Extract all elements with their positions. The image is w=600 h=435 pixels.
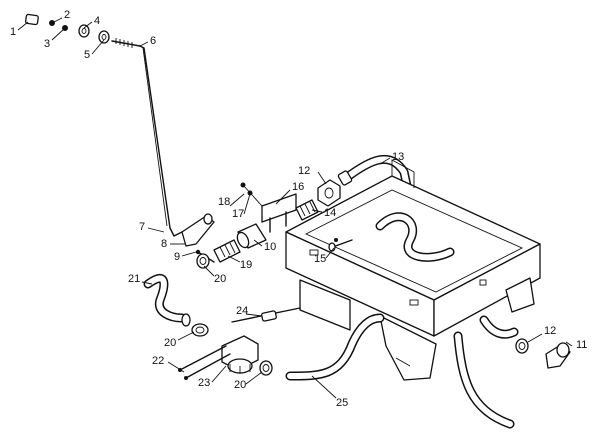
- callout-18: 18: [218, 196, 230, 208]
- callout-10: 10: [264, 241, 276, 253]
- callout-7: 7: [139, 221, 145, 233]
- callout-15: 15: [314, 253, 326, 265]
- callout-21: 21: [128, 273, 140, 285]
- elbow-fitting-11: [479, 315, 571, 369]
- callout-8: 8: [161, 238, 167, 250]
- callout-20-bottom: 20: [234, 379, 246, 391]
- callout-25: 25: [336, 397, 348, 409]
- callout-5: 5: [84, 49, 90, 61]
- fuel-fittings: [196, 179, 341, 269]
- callout-17: 17: [232, 208, 244, 220]
- callout-23: 23: [198, 377, 210, 389]
- callout-13: 13: [392, 151, 404, 163]
- frame-tray: [285, 159, 541, 381]
- callout-12-right: 12: [544, 325, 556, 337]
- callout-1: 1: [10, 26, 16, 38]
- hose-13: [337, 155, 415, 205]
- filter-23: [178, 335, 259, 380]
- callout-20-mid: 20: [214, 273, 226, 285]
- callout-12-top: 12: [298, 165, 310, 177]
- clamp-20-bottom: [259, 360, 273, 376]
- clamp-20-left: [191, 323, 209, 337]
- callout-6: 6: [150, 35, 156, 47]
- callout-14: 14: [324, 207, 336, 219]
- callout-3: 3: [44, 38, 50, 50]
- callout-22: 22: [152, 355, 164, 367]
- cable-assembly: [24, 13, 215, 263]
- callout-24: 24: [236, 305, 248, 317]
- hose-21: [143, 274, 191, 327]
- leader-lines: [17, 17, 573, 399]
- callout-2: 2: [64, 9, 70, 21]
- callout-19: 19: [240, 259, 252, 271]
- callout-9: 9: [174, 251, 180, 263]
- callout-16: 16: [292, 181, 304, 193]
- callout-11: 11: [576, 339, 587, 351]
- callout-20-left: 20: [164, 337, 176, 349]
- callout-4: 4: [94, 15, 100, 27]
- callout-labels: 1 2 3 4 5 6 7 8 9 10 11 12 12 13 14 15 1…: [10, 9, 587, 409]
- connector-24: [231, 307, 301, 323]
- hose-25: [285, 313, 515, 429]
